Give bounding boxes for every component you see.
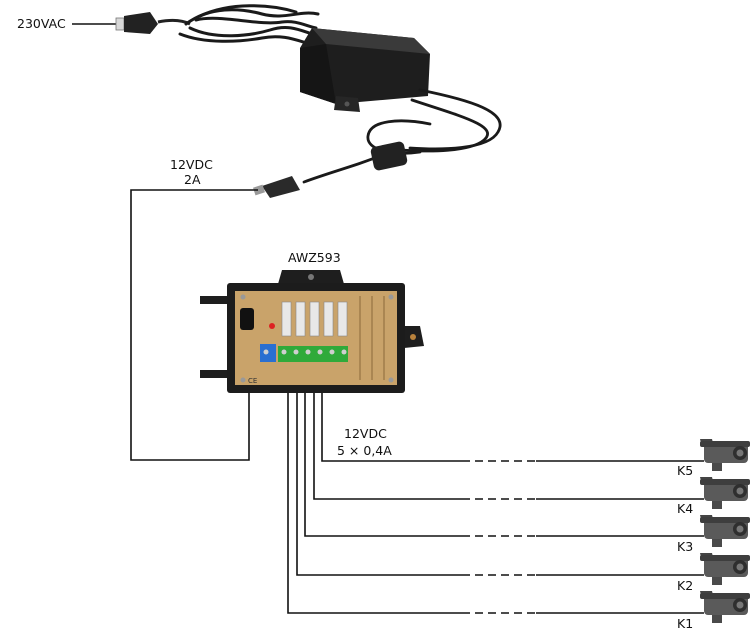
camera-icon	[700, 477, 750, 509]
module-model-label: AWZ593	[288, 250, 341, 265]
camera-label: K2	[677, 578, 693, 593]
awz593-module: CE	[200, 270, 424, 393]
adapter-current-label: 2A	[184, 172, 201, 187]
ferrite-core	[370, 141, 408, 171]
output-voltage-label: 12VDC	[344, 426, 387, 441]
dc-barrel-plug	[253, 176, 300, 198]
output-wires	[287, 393, 704, 614]
output-wire-k1	[287, 393, 462, 614]
adapter-voltage-label: 12VDC	[170, 157, 213, 172]
camera-icon	[700, 591, 750, 623]
dc-input-wire	[130, 189, 258, 461]
output-terminal-block	[278, 346, 348, 362]
output-wire-k4	[313, 393, 462, 500]
camera-label: K1	[677, 616, 693, 631]
camera-label: K3	[677, 539, 693, 554]
camera-icon	[700, 553, 750, 585]
mains-plug	[115, 12, 191, 34]
power-adapter	[300, 28, 430, 112]
output-wire-k3	[304, 393, 462, 537]
output-channels-label: 5 × 0,4A	[337, 443, 392, 458]
camera-label: K5	[677, 463, 693, 478]
output-wire-k2	[296, 393, 462, 576]
camera-label: K4	[677, 501, 693, 516]
dc-cable	[302, 88, 502, 184]
camera-icon	[700, 439, 750, 471]
ac-cable	[178, 4, 320, 46]
camera-icon	[700, 515, 750, 547]
mains-voltage-label: 230VAC	[17, 16, 66, 31]
output-wire-k5	[321, 393, 462, 462]
ce-mark: CE	[248, 377, 257, 385]
